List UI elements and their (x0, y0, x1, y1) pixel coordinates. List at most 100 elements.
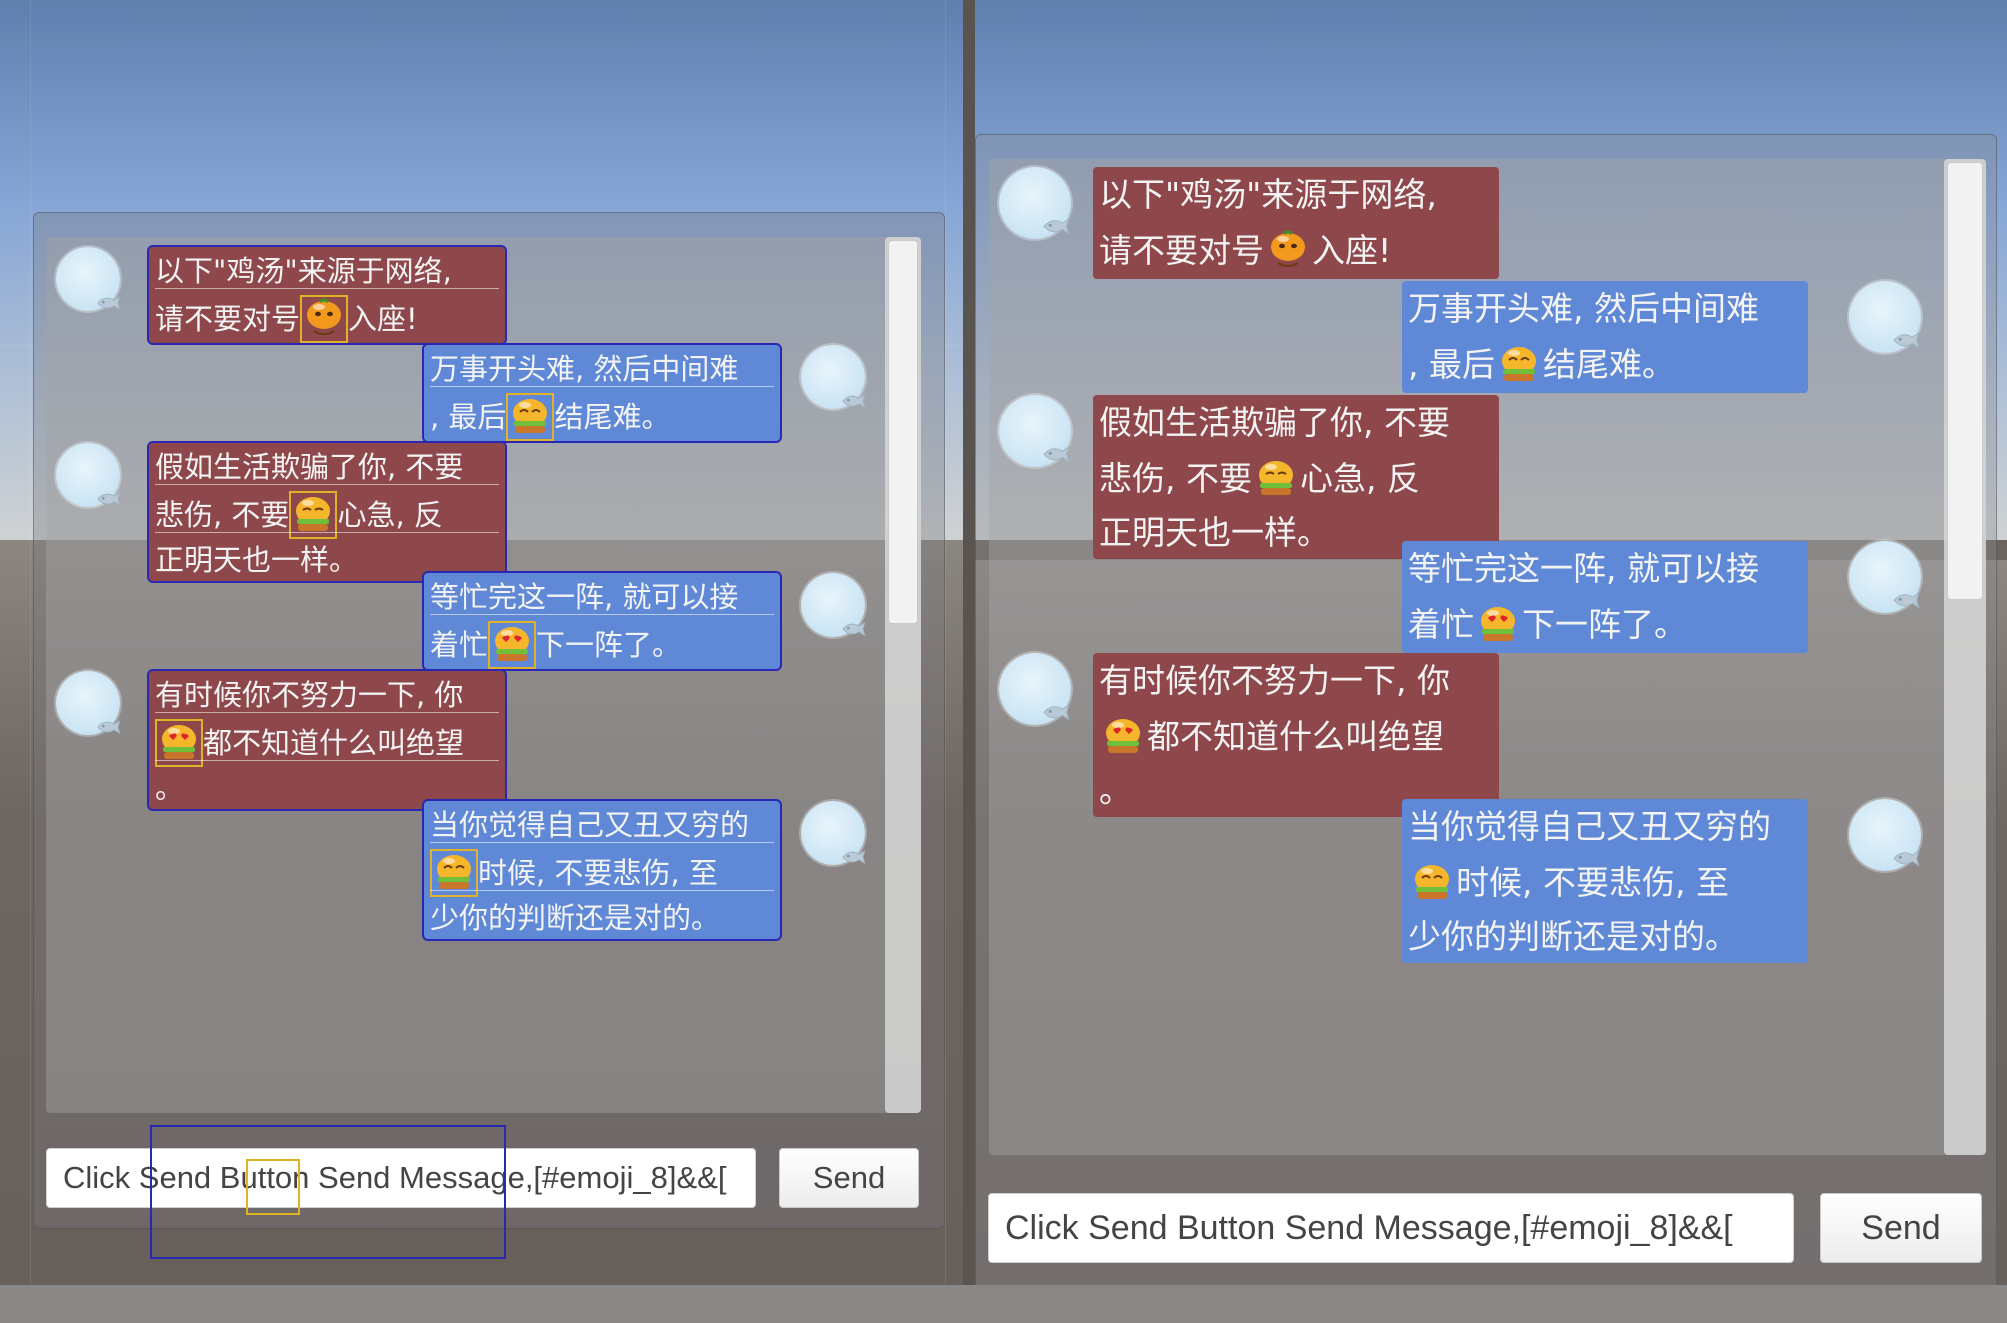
view-divider[interactable] (963, 0, 975, 1323)
message-left: 有时候你不努力一下, 你都不知道什么叫绝望。 (989, 653, 1944, 817)
bubble-text: 悲伤, 不要 (1099, 459, 1252, 498)
smile-face-icon (1254, 457, 1298, 501)
bubble-line: 假如生活欺骗了你, 不要 (1099, 395, 1493, 451)
bubble-line: 等忙完这一阵, 就可以接 (430, 573, 774, 621)
squint-burger-icon (1497, 343, 1541, 387)
bubble-text: 假如生活欺骗了你, 不要 (1099, 403, 1450, 442)
bubble-line: 少你的判断还是对的。 (430, 897, 774, 939)
avatar[interactable] (56, 247, 121, 311)
bubble-line: , 最后 结尾难。 (430, 393, 774, 441)
bubble-text: 当你觉得自己又丑又穷的 (1408, 807, 1771, 846)
bubble-text: 等忙完这一阵, 就可以接 (1408, 549, 1759, 588)
bubble-text: 请不要对号 (155, 302, 301, 336)
bubble-text: 。 (1099, 771, 1132, 810)
bubble-text: 着忙 (430, 628, 489, 662)
avatar[interactable] (801, 801, 866, 865)
bubble-text: 下一阵了。 (1522, 605, 1687, 644)
message-left: 假如生活欺骗了你, 不要悲伤, 不要 心急, 反正明天也一样。 (989, 395, 1944, 559)
avatar[interactable] (801, 345, 866, 409)
avatar[interactable] (56, 443, 121, 507)
smile-burger-icon (430, 849, 478, 897)
send-button-label: Send (1861, 1209, 1941, 1247)
bubble-line: 当你觉得自己又丑又穷的 (430, 801, 774, 849)
smile-face-icon (289, 491, 338, 539)
bubble-text: 。 (155, 771, 185, 805)
bubble-line: 请不要对号入座! (1099, 223, 1493, 279)
bubble-line: 着忙下一阵了。 (1408, 597, 1802, 653)
scrollbar-handle[interactable] (1947, 162, 1983, 600)
message-input[interactable]: Click Send Button Send Message,[#emoji_8… (988, 1193, 1794, 1263)
vertical-scrollbar[interactable] (885, 237, 921, 1113)
message-input[interactable]: Click Send Button Send Message,[#emoji_8… (46, 1148, 756, 1208)
chat-bubble: 等忙完这一阵, 就可以接着忙 下一阵了。 (422, 571, 782, 671)
heart-eyes-burger-icon (488, 621, 537, 669)
avatar[interactable] (999, 395, 1071, 467)
chat-bubble: 假如生活欺骗了你, 不要悲伤, 不要 心急, 反正明天也一样。 (1093, 395, 1499, 559)
bubble-text: 结尾难。 (554, 400, 671, 434)
bubble-text: 入座! (348, 302, 418, 336)
bubble-line: 万事开头难, 然后中间难 (1408, 281, 1802, 337)
bubble-line: 假如生活欺骗了你, 不要 (155, 443, 499, 491)
avatar[interactable] (999, 167, 1071, 239)
bubble-line: 。 (155, 767, 499, 809)
layout-guide (155, 532, 499, 533)
bubble-text: 等忙完这一阵, 就可以接 (430, 580, 739, 614)
send-button[interactable]: Send (779, 1148, 919, 1208)
chat-bubble: 以下"鸡汤"来源于网络,请不要对号入座! (1093, 167, 1499, 279)
message-left: 以下"鸡汤"来源于网络,请不要对号入座! (989, 167, 1944, 279)
message-left: 假如生活欺骗了你, 不要悲伤, 不要 心急, 反正明天也一样。 (46, 441, 881, 583)
message-right: 当你觉得自己又丑又穷的时候, 不要悲伤, 至少你的判断还是对的。 (989, 799, 1944, 963)
message-scroll-view[interactable]: 以下"鸡汤"来源于网络,请不要对号入座!万事开头难, 然后中间难, 最后结尾难。… (46, 237, 921, 1113)
bubble-line: 正明天也一样。 (155, 539, 499, 581)
avatar[interactable] (56, 671, 121, 735)
heart-eyes-burger-icon (1476, 603, 1520, 647)
bubble-text: 有时候你不努力一下, 你 (1099, 661, 1450, 700)
bubble-text: 结尾难。 (1542, 345, 1675, 384)
status-bar (0, 1285, 2007, 1323)
layout-guide (430, 890, 774, 891)
avatar[interactable] (1849, 281, 1921, 353)
avatar[interactable] (1849, 799, 1921, 871)
send-button[interactable]: Send (1820, 1193, 1982, 1263)
bubble-text: 心急, 反 (337, 498, 443, 532)
bubble-text: 万事开头难, 然后中间难 (1408, 289, 1759, 328)
bubble-text: , 最后 (1408, 345, 1495, 384)
chat-panel: 以下"鸡汤"来源于网络,请不要对号入座! 万事开头难, 然后中间难 , 最后 结尾难。… (975, 134, 1997, 1291)
bubble-line: 当你觉得自己又丑又穷的 (1408, 799, 1802, 855)
layout-guide (430, 614, 774, 615)
avatar[interactable] (999, 653, 1071, 725)
message-list: 以下"鸡汤"来源于网络,请不要对号入座! 万事开头难, 然后中间难 , 最后 结尾难。… (989, 159, 1944, 1155)
bubble-text: 都不知道什么叫绝望 (203, 726, 465, 760)
message-right: 等忙完这一阵, 就可以接着忙 下一阵了。 (46, 571, 881, 671)
avatar[interactable] (1849, 541, 1921, 613)
bubble-line: 以下"鸡汤"来源于网络, (155, 247, 499, 295)
scrollbar-handle[interactable] (888, 240, 918, 624)
vertical-scrollbar[interactable] (1944, 159, 1986, 1155)
avatar[interactable] (801, 573, 866, 637)
bubble-text: 有时候你不努力一下, 你 (155, 678, 464, 712)
bubble-line: 有时候你不努力一下, 你 (1099, 653, 1493, 709)
input-debug-outline (150, 1125, 506, 1259)
squint-burger-icon (506, 393, 555, 441)
bubble-line: 悲伤, 不要 心急, 反 (155, 491, 499, 539)
caret-debug-outline (246, 1159, 300, 1215)
chat-bubble: 有时候你不努力一下, 你都不知道什么叫绝望。 (1093, 653, 1499, 817)
bubble-text: 心急, 反 (1299, 459, 1420, 498)
bubble-line: 都不知道什么叫绝望 (155, 719, 499, 767)
bubble-text: 正明天也一样。 (1099, 513, 1330, 552)
chat-bubble: 假如生活欺骗了你, 不要悲伤, 不要 心急, 反正明天也一样。 (147, 441, 507, 583)
bubble-text: 下一阵了。 (536, 628, 682, 662)
message-list: 以下"鸡汤"来源于网络,请不要对号入座!万事开头难, 然后中间难, 最后结尾难。… (46, 237, 881, 1113)
orange-face-icon (1266, 229, 1310, 273)
bubble-text: 悲伤, 不要 (155, 498, 290, 532)
smile-burger-icon (1410, 861, 1454, 905)
layout-guide (155, 712, 499, 713)
message-scroll-view[interactable]: 以下"鸡汤"来源于网络,请不要对号入座! 万事开头难, 然后中间难 , 最后 结尾难。… (989, 159, 1986, 1155)
bubble-line: 。 (1099, 765, 1493, 817)
layout-guide (430, 842, 774, 843)
bubble-text: 当你觉得自己又丑又穷的 (430, 808, 750, 842)
bubble-line: , 最后 结尾难。 (1408, 337, 1802, 393)
game-view-right: 以下"鸡汤"来源于网络,请不要对号入座! 万事开头难, 然后中间难 , 最后 结尾难。… (975, 0, 2007, 1323)
message-left: 有时候你不努力一下, 你都不知道什么叫绝望。 (46, 669, 881, 811)
bubble-text: , 最后 (430, 400, 507, 434)
